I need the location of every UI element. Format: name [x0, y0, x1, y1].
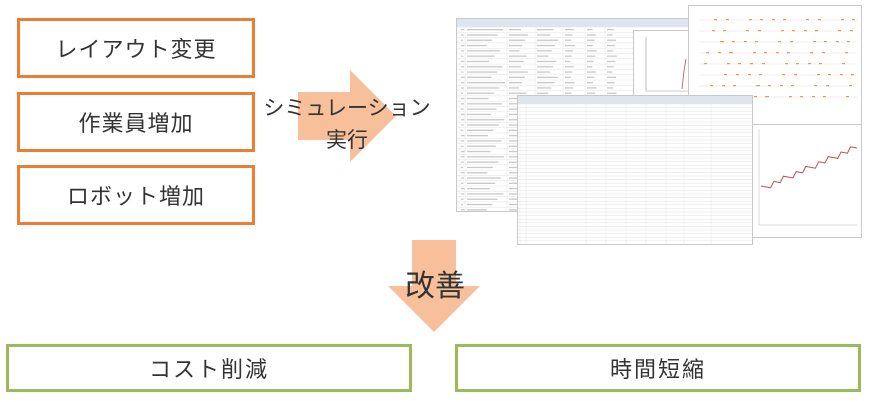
- svg-text:·: ·: [847, 39, 849, 46]
- svg-text:·: ·: [781, 28, 783, 35]
- svg-text:·: ·: [817, 72, 819, 79]
- outcome-box-label: コスト削減: [148, 358, 269, 383]
- svg-text:·: ·: [758, 28, 760, 35]
- svg-text:·: ·: [727, 61, 729, 68]
- svg-text:·: ·: [790, 39, 792, 46]
- svg-text:·: ·: [787, 50, 789, 57]
- simulation-label-line1: シミュレーション: [263, 96, 431, 120]
- svg-text:·: ·: [772, 17, 774, 24]
- svg-text:·: ·: [736, 72, 738, 79]
- svg-text:·: ·: [722, 83, 724, 90]
- simulation-label: シミュレーション 実行: [252, 92, 442, 156]
- svg-text:·: ·: [838, 28, 840, 35]
- svg-text:·: ·: [730, 50, 732, 57]
- svg-text:·: ·: [789, 94, 791, 101]
- svg-text:·: ·: [849, 83, 851, 90]
- svg-text:·: ·: [738, 61, 740, 68]
- svg-text:·: ·: [721, 39, 723, 46]
- svg-text:·: ·: [729, 50, 731, 57]
- svg-text:·: ·: [819, 61, 821, 68]
- svg-text:·: ·: [732, 39, 734, 46]
- svg-text:·: ·: [724, 72, 726, 79]
- svg-text:·: ·: [792, 28, 794, 35]
- input-box-label: 作業員増加: [78, 112, 194, 137]
- svg-text:·: ·: [723, 28, 725, 35]
- svg-text:·: ·: [851, 72, 853, 79]
- svg-text:·: ·: [813, 39, 815, 46]
- svg-text:·: ·: [842, 61, 844, 68]
- down-arrow: [388, 240, 480, 332]
- svg-text:·: ·: [756, 83, 758, 90]
- svg-text:·: ·: [780, 83, 782, 90]
- svg-text:·: ·: [815, 28, 817, 35]
- input-box-label: ロボット増加: [66, 185, 205, 210]
- outcome-box-label: 時間短縮: [609, 358, 706, 383]
- svg-text:·: ·: [852, 17, 854, 24]
- outcome-box-cost-reduction: コスト削減: [6, 344, 412, 392]
- svg-text:·: ·: [733, 83, 735, 90]
- svg-text:·: ·: [800, 94, 802, 101]
- svg-text:·: ·: [804, 28, 806, 35]
- svg-text:·: ·: [768, 83, 770, 90]
- svg-text:·: ·: [755, 39, 757, 46]
- svg-text:·: ·: [704, 61, 706, 68]
- right-arrow: [298, 70, 396, 162]
- svg-text:·: ·: [764, 50, 766, 57]
- svg-text:·: ·: [826, 83, 828, 90]
- svg-text:·: ·: [726, 17, 728, 24]
- svg-text:·: ·: [706, 50, 708, 57]
- line-chart-thumbnail: [752, 124, 862, 238]
- svg-text:·: ·: [753, 50, 755, 57]
- svg-text:·: ·: [714, 17, 716, 24]
- simulation-label-line2: 実行: [326, 128, 368, 152]
- svg-text:·: ·: [822, 50, 824, 57]
- svg-text:·: ·: [718, 50, 720, 57]
- svg-text:·: ·: [782, 72, 784, 79]
- svg-text:·: ·: [746, 28, 748, 35]
- svg-text:·: ·: [850, 28, 852, 35]
- outcome-box-time-reduction: 時間短縮: [455, 344, 861, 392]
- input-box-add-workers: 作業員増加: [17, 92, 255, 152]
- svg-text:·: ·: [823, 94, 825, 101]
- svg-text:·: ·: [824, 39, 826, 46]
- svg-text:·: ·: [710, 83, 712, 90]
- svg-text:·: ·: [810, 50, 812, 57]
- svg-text:·: ·: [720, 39, 722, 46]
- svg-text:·: ·: [794, 72, 796, 79]
- svg-text:·: ·: [776, 50, 778, 57]
- svg-text:·: ·: [836, 39, 838, 46]
- input-box-label: レイアウト変更: [55, 38, 217, 63]
- svg-text:·: ·: [783, 17, 785, 24]
- svg-text:·: ·: [748, 72, 750, 79]
- svg-text:·: ·: [846, 94, 848, 101]
- input-box-layout-change: レイアウト変更: [17, 18, 255, 78]
- svg-text:·: ·: [791, 83, 793, 90]
- svg-text:·: ·: [806, 17, 808, 24]
- svg-text:·: ·: [759, 72, 761, 79]
- svg-text:·: ·: [818, 17, 820, 24]
- svg-text:·: ·: [766, 94, 768, 101]
- svg-text:·: ·: [750, 61, 752, 68]
- improvement-label: 改善: [405, 269, 465, 304]
- svg-text:·: ·: [754, 94, 756, 101]
- input-box-add-robots: ロボット増加: [17, 165, 255, 225]
- svg-text:·: ·: [840, 72, 842, 79]
- svg-text:·: ·: [744, 39, 746, 46]
- svg-text:·: ·: [765, 94, 767, 101]
- svg-text:·: ·: [796, 61, 798, 68]
- svg-text:·: ·: [785, 61, 787, 68]
- svg-text:·: ·: [712, 28, 714, 35]
- svg-text:·: ·: [845, 50, 847, 57]
- spreadsheet-thumbnail-front: [517, 95, 753, 245]
- svg-text:·: ·: [808, 61, 810, 68]
- svg-text:·: ·: [757, 83, 759, 90]
- svg-text:·: ·: [778, 39, 780, 46]
- svg-text:·: ·: [814, 83, 816, 90]
- svg-text:·: ·: [812, 94, 814, 101]
- svg-text:·: ·: [762, 61, 764, 68]
- svg-text:·: ·: [841, 17, 843, 24]
- svg-text:·: ·: [760, 17, 762, 24]
- svg-text:·: ·: [749, 17, 751, 24]
- svg-text:·: ·: [828, 72, 830, 79]
